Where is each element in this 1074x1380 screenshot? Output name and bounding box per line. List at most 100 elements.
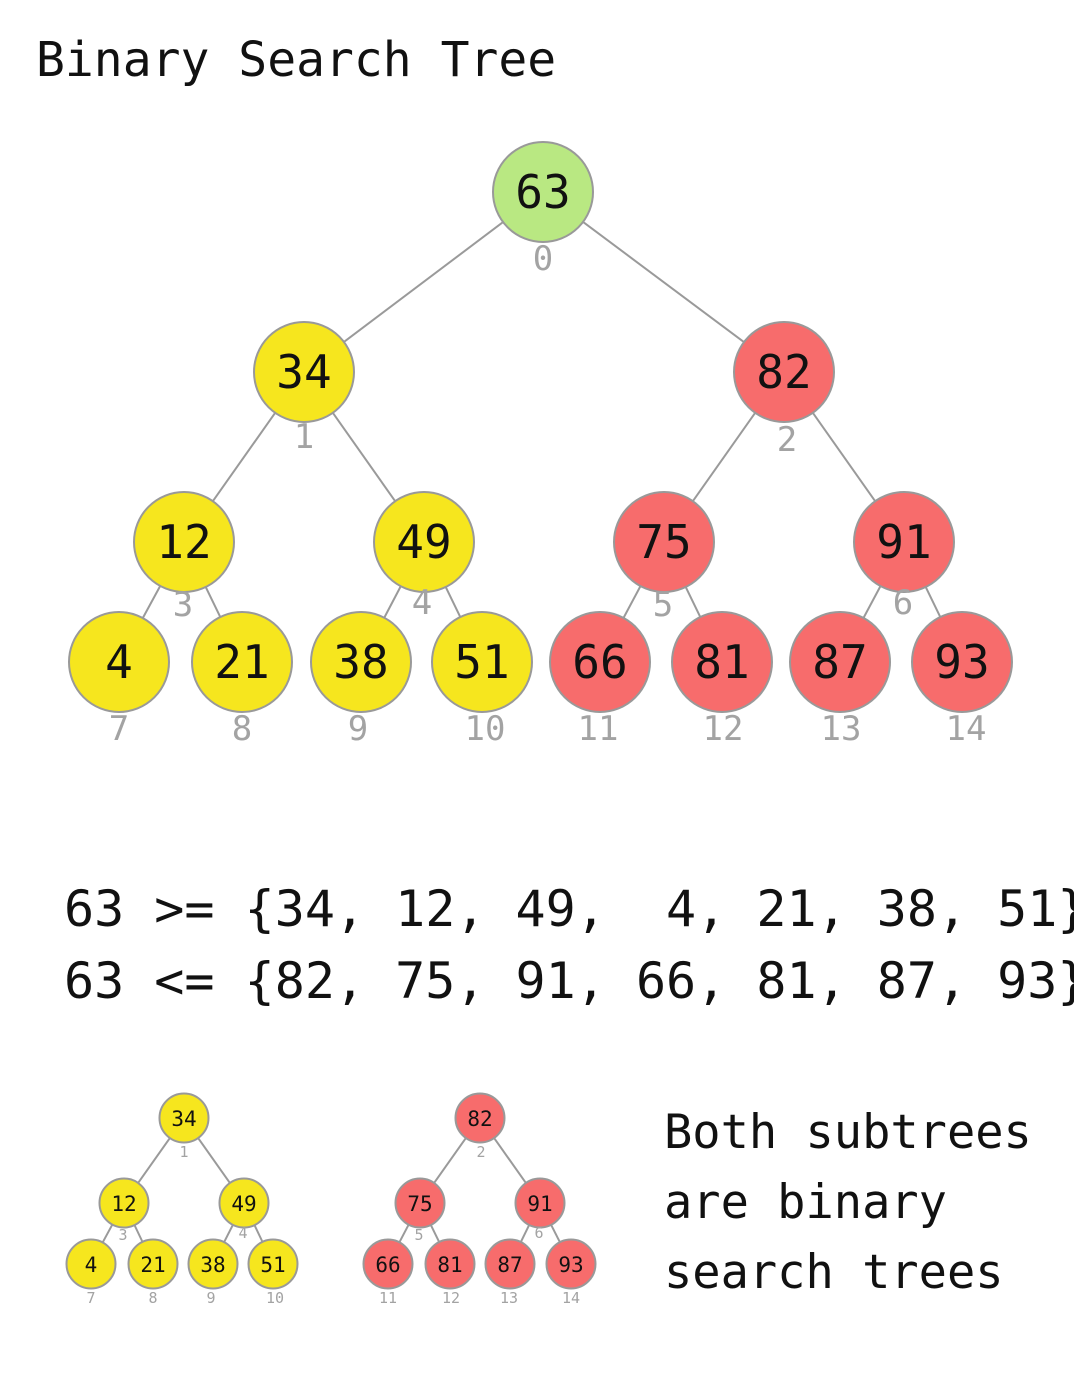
main-node-7: 47 [68, 611, 170, 749]
mini-node-index-7: 7 [86, 1289, 95, 1307]
mini-node-value-9: 38 [200, 1253, 225, 1277]
main-node-value-8: 21 [214, 635, 269, 689]
mini-node-value-3: 12 [111, 1192, 136, 1216]
mini-edge-2-5 [433, 1137, 467, 1184]
mini-edge-2-6 [493, 1137, 527, 1184]
mini-node-6: 916 [514, 1177, 566, 1242]
mini-node-index-6: 6 [534, 1224, 543, 1242]
main-tree-diagram: 6303418221234947559164721838951106611811… [68, 141, 1013, 749]
main-node-5: 755 [613, 491, 715, 625]
main-edge-2-6 [812, 412, 876, 502]
main-node-value-3: 12 [156, 515, 211, 569]
main-node-0: 63 0 [492, 141, 594, 279]
main-node-circle-2 [733, 321, 835, 423]
main-node-value-11: 66 [572, 635, 627, 689]
mini-node-index-9: 9 [206, 1289, 215, 1307]
main-edge-5-12 [684, 586, 702, 618]
mini-node-value-1: 34 [171, 1107, 196, 1131]
caption: Both subtrees are binary search trees [664, 1098, 1032, 1308]
main-node-index-7: 7 [109, 709, 129, 749]
mini-node-index-12: 12 [442, 1289, 460, 1307]
main-edge-1-3 [212, 412, 276, 502]
mini-node-circle-9 [187, 1238, 239, 1290]
mini-node-circle-12 [424, 1238, 476, 1290]
main-node-index-8: 8 [232, 709, 252, 749]
mini-node-7: 47 [65, 1238, 117, 1307]
mini-node-9: 38 9 [187, 1238, 239, 1307]
mini-edge-6-14 [550, 1224, 561, 1243]
main-node-circle-14 [911, 611, 1013, 713]
mini-node-value-8: 21 [140, 1253, 165, 1277]
main-edge-6-13 [862, 585, 882, 619]
main-node-index-5: 5 [653, 585, 673, 625]
main-node-circle-12 [671, 611, 773, 713]
mini-node-index-11: 11 [379, 1289, 397, 1307]
main-edge-4-10 [444, 586, 462, 618]
mini-node-index-5: 5 [414, 1226, 423, 1244]
main-node-value-13: 87 [812, 635, 867, 689]
main-edge-6-14 [924, 586, 942, 618]
main-edge-2-5 [692, 412, 756, 502]
mini-node-8: 21 8 [127, 1238, 179, 1307]
main-edge-3-7 [141, 585, 162, 619]
main-node-value-10: 51 [454, 635, 509, 689]
main-node-index-14: 14 [946, 709, 987, 749]
mini-node-circle-2 [454, 1092, 506, 1144]
caption-line-3: search trees [664, 1245, 1004, 1300]
mini-node-circle-1 [158, 1092, 210, 1144]
main-node-circle-1 [253, 321, 355, 423]
main-node-index-3: 3 [173, 585, 193, 625]
mini-node-circle-11 [362, 1238, 414, 1290]
main-node-circle-5 [613, 491, 715, 593]
main-node-8: 21 8 [191, 611, 293, 749]
main-node-value-12: 81 [694, 635, 749, 689]
main-node-circle-9 [310, 611, 412, 713]
mini-edge-3-8 [133, 1224, 144, 1243]
mini-node-value-10: 51 [260, 1253, 285, 1277]
main-node-value-7: 4 [105, 635, 133, 689]
main-node-value-5: 75 [636, 515, 691, 569]
mini-node-value-2: 82 [467, 1107, 492, 1131]
mini-node-value-11: 66 [375, 1253, 400, 1277]
main-node-value-6: 91 [876, 515, 931, 569]
mini-node-index-4: 4 [238, 1224, 247, 1242]
right-subtree-statement: 63 <= {82, 75, 91, 66, 81, 87, 93} [64, 952, 1074, 1010]
main-node-index-4: 4 [412, 583, 432, 623]
main-edge-3-8 [204, 586, 222, 618]
main-node-3: 123 [133, 491, 235, 625]
main-node-index-1: 1 [294, 417, 314, 457]
main-node-circle-4 [373, 491, 475, 593]
mini-node-circle-10 [247, 1238, 299, 1290]
mini-edge-4-10 [253, 1224, 264, 1243]
mini-node-value-13: 87 [497, 1253, 522, 1277]
main-node-10: 51 10 [431, 611, 533, 749]
main-node-circle-8 [191, 611, 293, 713]
main-node-index-0: 0 [533, 239, 553, 279]
mini-node-index-1: 1 [179, 1143, 188, 1161]
main-node-value-0: 63 [515, 165, 570, 219]
main-node-index-9: 9 [348, 709, 368, 749]
main-edge-0-2 [582, 221, 745, 343]
main-node-2: 822 [733, 321, 835, 460]
main-node-6: 916 [853, 491, 955, 623]
mini-node-index-8: 8 [148, 1289, 157, 1307]
main-node-9: 38 9 [310, 611, 412, 749]
mini-node-value-7: 4 [85, 1253, 98, 1277]
mini-edge-5-11 [398, 1224, 410, 1243]
mini-node-11: 66 11 [362, 1238, 414, 1307]
mini-node-circle-8 [127, 1238, 179, 1290]
mini-node-value-4: 49 [231, 1192, 256, 1216]
main-node-circle-0 [492, 141, 594, 243]
caption-line-2: are binary [664, 1175, 947, 1230]
left-subtree-statement: 63 >= {34, 12, 49, 4, 21, 38, 51} [64, 880, 1074, 938]
main-node-value-9: 38 [333, 635, 388, 689]
mini-node-index-14: 14 [562, 1289, 580, 1307]
main-node-value-4: 49 [396, 515, 451, 569]
main-node-index-10: 10 [465, 709, 506, 749]
